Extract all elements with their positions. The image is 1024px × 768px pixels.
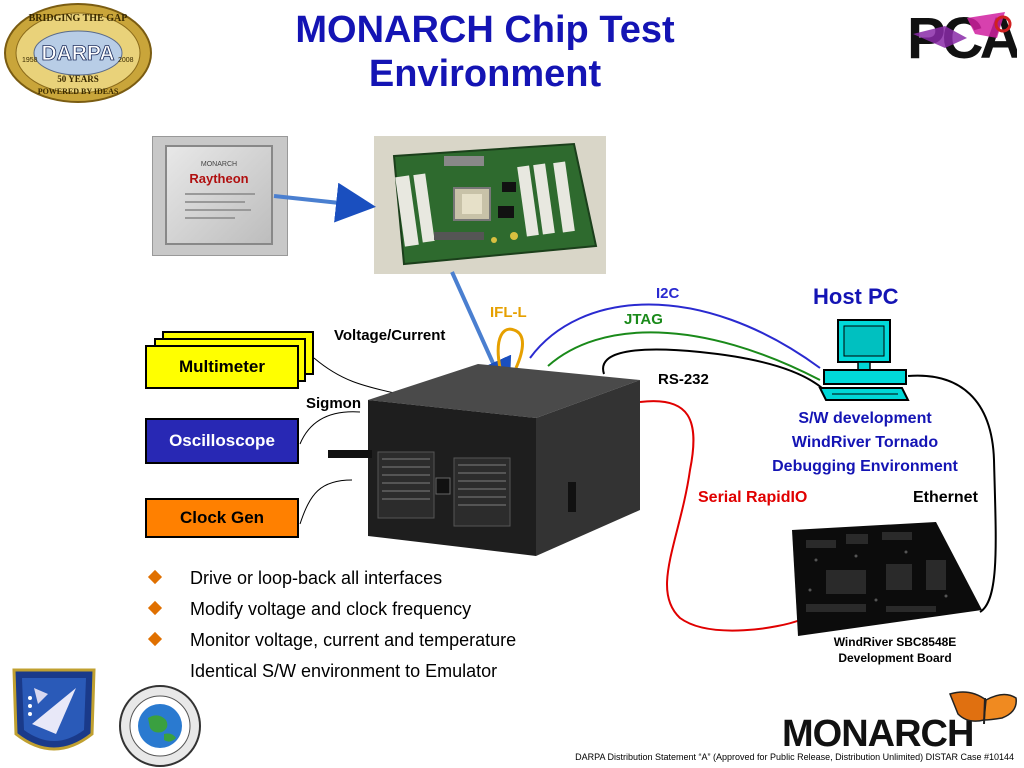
list-item-text: Monitor voltage, current and temperature: [190, 630, 516, 650]
clock-gen-box: Clock Gen: [145, 498, 299, 538]
list-item-text: Identical S/W environment to Emulator: [190, 661, 497, 681]
serial-rapidio-label: Serial RapidIO: [698, 489, 807, 507]
voltage-current-label: Voltage/Current: [334, 327, 445, 344]
ifl-label: IFL-L: [490, 304, 527, 321]
host-pc-desc-line-2: WindRiver Tornado: [752, 431, 978, 455]
test-chassis: [328, 360, 644, 560]
list-item-text: Drive or loop-back all interfaces: [190, 568, 442, 588]
monarch-logo: MONARCH: [780, 690, 1020, 752]
oscilloscope-box: Oscilloscope: [145, 418, 299, 464]
dev-board-label-line-2: Development Board: [810, 650, 980, 666]
bullet-diamond-icon: [148, 601, 162, 615]
afrl-logo: [4, 664, 104, 762]
sigmon-label: Sigmon: [306, 395, 361, 412]
list-item: Modify voltage and clock frequency: [148, 596, 548, 622]
host-pc-icon: [818, 318, 910, 402]
multimeter-label: Multimeter: [179, 357, 265, 377]
clock-gen-label: Clock Gen: [180, 508, 264, 528]
dev-board-label: WindRiver SBC8548E Development Board: [810, 634, 980, 666]
dev-board-label-line-1: WindRiver SBC8548E: [810, 634, 980, 650]
chip-to-board-arrow: [274, 196, 368, 206]
i2c-line: [530, 305, 820, 369]
oscilloscope-label: Oscilloscope: [169, 431, 275, 451]
host-pc-desc-line-1: S/W development: [752, 407, 978, 431]
rs232-label: RS-232: [658, 371, 709, 388]
list-item: Identical S/W environment to Emulator: [148, 658, 548, 684]
jtag-label: JTAG: [624, 311, 663, 328]
i2c-label: I2C: [656, 285, 679, 302]
bullet-diamond-icon: [148, 570, 162, 584]
host-pc-desc-line-3: Debugging Environment: [752, 455, 978, 479]
list-item-text: Modify voltage and clock frequency: [190, 599, 471, 619]
distribution-statement: DARPA Distribution Statement “A” (Approv…: [575, 752, 1014, 762]
dev-board-photo: [786, 520, 986, 640]
ethernet-label: Ethernet: [913, 489, 978, 507]
host-pc-title: Host PC: [813, 284, 899, 310]
host-pc-description: S/W development WindRiver Tornado Debugg…: [752, 407, 978, 479]
nro-seal-logo: [118, 684, 202, 768]
bullet-diamond-icon: [148, 632, 162, 646]
list-item: Monitor voltage, current and temperature: [148, 627, 548, 653]
feature-list: Drive or loop-back all interfaces Modify…: [148, 565, 548, 689]
multimeter-box: Multimeter: [145, 345, 299, 389]
list-item: Drive or loop-back all interfaces: [148, 565, 548, 591]
svg-text:MONARCH: MONARCH: [782, 713, 973, 752]
